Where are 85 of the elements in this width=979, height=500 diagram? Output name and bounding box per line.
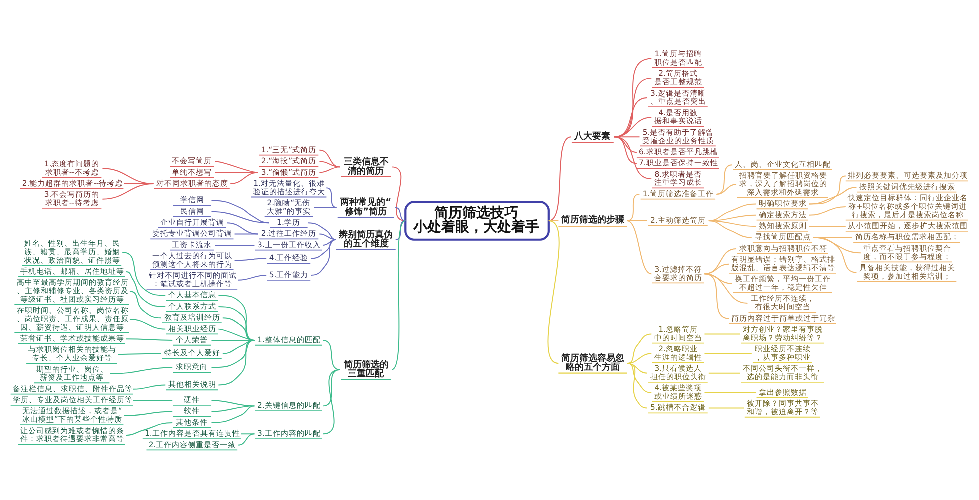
connector [319,166,341,174]
node-text: 辨别简历真伪的五个维度 [339,230,394,250]
connector [211,406,256,412]
connector [214,244,256,246]
connector [704,353,752,354]
connector [238,275,268,281]
connector [129,319,166,330]
connector [614,136,652,180]
connector [704,274,748,304]
connector [211,211,270,224]
connector [126,338,174,341]
connector [614,136,640,138]
connector [395,207,406,222]
connector [319,234,337,240]
connector [704,274,730,320]
connector [392,220,406,370]
connector [626,220,652,275]
connector [226,222,259,235]
connector [211,340,256,368]
node-box: 简历筛选技巧 小处着眼，大处着手 [404,201,550,241]
connector [122,252,166,296]
connector [218,340,256,386]
connector [808,206,846,216]
connector [211,400,256,407]
connector [238,434,256,446]
connector [626,220,648,222]
connector [218,295,256,341]
connector [110,367,174,375]
connector [310,239,337,276]
connector [326,188,338,208]
connector [704,248,738,275]
connector [234,258,268,262]
connector [218,306,256,341]
connector [626,363,648,374]
connector [808,226,846,228]
connector [308,222,337,240]
connector [230,172,259,184]
connector [124,411,174,416]
connector [126,422,174,436]
connector [614,78,652,138]
node-text: 简历筛选的步骤 [561,216,624,226]
connector [708,372,740,374]
connector [395,220,406,240]
connector [118,353,162,355]
connector [319,150,341,168]
connector [211,200,270,224]
node-text: 简历筛选容易忽略的五个方面 [561,354,624,374]
node-text: 三类信息不清的简历 [344,158,389,177]
connector [211,406,256,424]
connector [626,353,652,364]
node-text: 两种常见的“修饰”简历 [340,198,392,218]
connector [704,392,757,394]
connector [132,400,174,402]
connector [319,161,341,168]
connector [240,434,256,435]
connector [132,384,166,390]
connector [716,164,733,195]
connector [322,340,341,370]
connector [704,264,730,275]
connector [626,194,640,222]
connector [129,291,162,319]
connector [626,363,652,394]
connector [314,207,338,208]
connector [214,161,259,174]
connector [614,117,652,138]
connector [704,334,740,335]
connector [102,183,154,200]
connector [808,186,858,205]
node-text: 八大要素 [574,132,611,142]
connector [626,334,652,364]
connector [708,408,745,409]
connector [812,237,858,274]
node-text: 简历筛选的三重匹配 [344,360,389,380]
connector [322,369,341,435]
connector [310,239,337,260]
connector [704,274,733,284]
connector [626,363,648,409]
connector [614,58,652,138]
connector [126,272,166,308]
connector [614,136,638,164]
connector [708,220,752,238]
connector [218,328,256,341]
connector [234,234,259,235]
connector [614,98,648,138]
connector [716,184,738,195]
